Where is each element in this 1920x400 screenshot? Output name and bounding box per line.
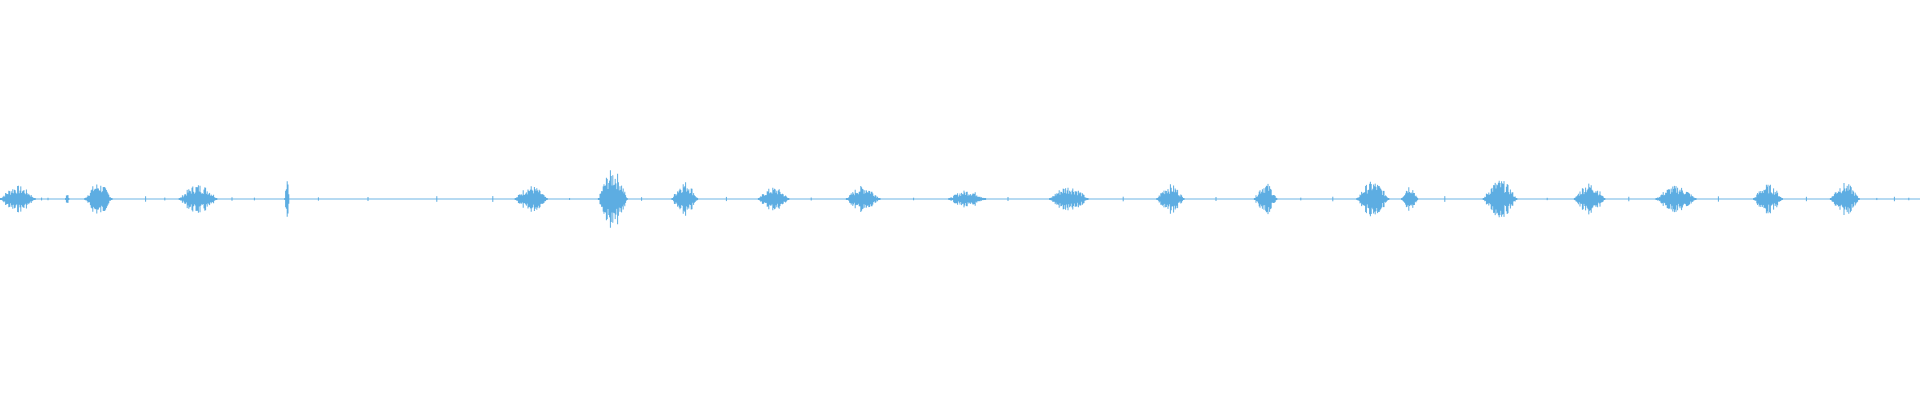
waveform-burst — [1573, 183, 1606, 215]
waveform-burst — [514, 186, 548, 212]
waveform-burst — [1829, 183, 1860, 215]
waveform-segment — [1401, 187, 1419, 211]
waveform-burst — [0, 185, 36, 213]
waveform-segment — [0, 185, 36, 213]
waveform-segment — [845, 186, 881, 212]
waveform-burst — [1401, 187, 1419, 211]
waveform-segment — [178, 185, 218, 213]
waveform-burst — [65, 195, 70, 203]
waveform-segment — [948, 190, 987, 208]
waveform-burst — [84, 184, 113, 214]
waveform-burst — [1049, 187, 1089, 211]
waveform-burst — [757, 187, 790, 211]
waveform-burst — [1356, 181, 1390, 217]
waveform-segment — [1156, 184, 1185, 214]
waveform-burst — [671, 182, 699, 216]
waveform-burst — [178, 185, 218, 213]
waveform-segment — [1655, 185, 1697, 213]
waveform-burst — [948, 190, 987, 208]
waveform-burst — [1253, 183, 1278, 215]
waveform-burst — [284, 181, 290, 217]
waveform-burst — [1156, 184, 1185, 214]
waveform-burst — [1482, 180, 1518, 218]
waveform-burst — [1753, 184, 1783, 214]
waveform-burst — [1655, 185, 1697, 213]
waveform-segment — [1829, 183, 1860, 215]
waveform-segment — [1356, 181, 1390, 217]
waveform-segment — [597, 170, 628, 228]
waveform-burst — [845, 186, 881, 212]
waveform-segment — [284, 181, 290, 217]
waveform-segment — [671, 182, 699, 216]
waveform-segment — [1253, 183, 1278, 215]
waveform-segment — [514, 186, 548, 212]
waveform-segment — [1482, 180, 1518, 218]
waveform-segment — [1573, 183, 1606, 215]
waveform-segment — [1753, 184, 1783, 214]
waveform-burst — [597, 170, 628, 228]
waveform-segment — [1049, 187, 1089, 211]
waveform-segment — [65, 195, 70, 203]
waveform-segment — [757, 187, 790, 211]
waveform-segment — [84, 184, 113, 214]
